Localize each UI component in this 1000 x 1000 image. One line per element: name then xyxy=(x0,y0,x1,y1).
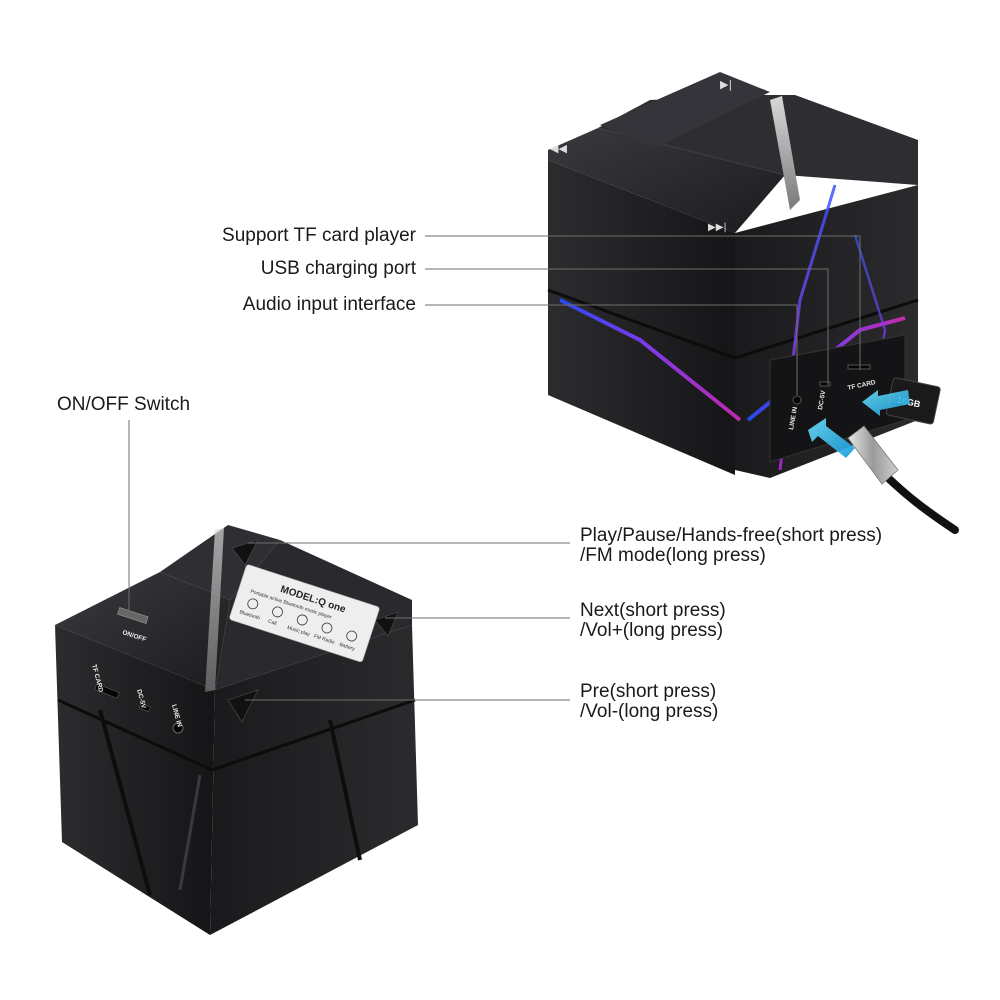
usb-port-icon xyxy=(819,381,831,387)
pre-button[interactable] xyxy=(227,689,259,723)
label-next-2: /Vol+(long press) xyxy=(580,620,724,641)
top-speaker-top-face-a xyxy=(548,128,785,233)
battery-icon xyxy=(346,630,358,642)
audio-cable xyxy=(876,466,959,534)
label-pre-2: /Vol-(long press) xyxy=(580,701,719,722)
bottom-tf-slot-icon xyxy=(94,683,120,699)
prev-arrow-icon: ◀◀ xyxy=(550,142,567,155)
sticker-icon-label-5: Battery xyxy=(339,642,356,653)
leader-usb-port xyxy=(425,268,829,385)
bottom-speaker-split-line xyxy=(57,698,416,772)
leader-audio-input xyxy=(425,304,798,395)
music-play-icon xyxy=(296,614,308,626)
bluetooth-icon xyxy=(247,598,259,610)
label-on-off: ON/OFF Switch xyxy=(57,394,191,415)
led-stripe-1 xyxy=(559,298,742,422)
label-usb-port: USB charging port xyxy=(260,258,416,279)
label-tf-card: Support TF card player xyxy=(222,225,416,246)
top-speaker-left-face xyxy=(548,160,735,475)
leader-lines xyxy=(128,235,861,701)
top-speaker-split-line xyxy=(547,288,919,360)
port-label-line-in: LINE IN xyxy=(788,406,799,430)
top-speaker: ▶| ◀◀ ▶▶| LINE IN DC-5V TF CARD 16GB xyxy=(547,72,959,534)
label-pre-1: Pre(short press) xyxy=(580,681,717,702)
port-label-dc5v: DC-5V xyxy=(817,389,827,410)
bottom-speaker-grille xyxy=(205,528,224,692)
top-speaker-grille xyxy=(770,96,800,210)
line-in-insert-arrow-icon xyxy=(808,418,855,458)
audio-plug xyxy=(847,425,899,485)
bottom-speaker-cut-3 xyxy=(178,774,202,891)
fm-radio-icon xyxy=(321,622,333,634)
bottom-speaker-cut-2 xyxy=(328,719,362,861)
sticker-icon-label-2: Call xyxy=(267,619,277,627)
label-next-1: Next(short press) xyxy=(580,600,726,621)
call-icon xyxy=(272,606,283,618)
play-pause-button[interactable] xyxy=(231,539,259,566)
bottom-speaker: MODEL:Q one Portable active Bluetooth mu… xyxy=(55,525,418,935)
bottom-dc5v-label: DC-5V xyxy=(135,689,147,710)
bottom-speaker-right-face xyxy=(210,625,418,935)
label-play-pause-1: Play/Pause/Hands-free(short press) xyxy=(580,525,883,546)
tf-insert-arrow-icon xyxy=(862,390,910,416)
label-audio-input: Audio input interface xyxy=(242,294,416,315)
model-sticker: MODEL:Q one Portable active Bluetooth mu… xyxy=(229,564,380,663)
bottom-speaker-cut-1 xyxy=(98,709,152,896)
bottom-speaker-top-a xyxy=(55,572,230,690)
leader-tf-card xyxy=(425,235,861,370)
top-speaker-top-face-c xyxy=(600,72,770,148)
next-arrow-icon: ▶| xyxy=(720,78,732,91)
tf-slot-icon xyxy=(847,364,871,370)
bottom-line-in-jack-icon xyxy=(172,722,184,734)
bottom-usb-port-icon xyxy=(138,702,151,713)
label-play-pause-2: /FM mode(long press) xyxy=(580,545,766,566)
forward-arrow-icon: ▶▶| xyxy=(708,222,727,233)
bottom-speaker-left-face xyxy=(55,625,215,935)
line-in-jack-icon xyxy=(792,395,802,405)
